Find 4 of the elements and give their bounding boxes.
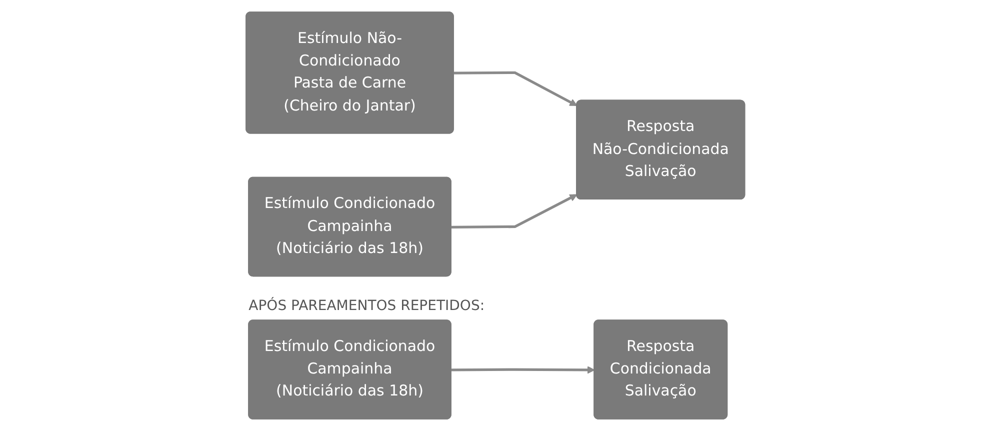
arrow: [454, 71, 578, 106]
arrow: [451, 366, 595, 374]
section-label: APÓS PAREAMENTOS REPETIDOS:: [248, 298, 485, 314]
arrow: [451, 194, 578, 228]
